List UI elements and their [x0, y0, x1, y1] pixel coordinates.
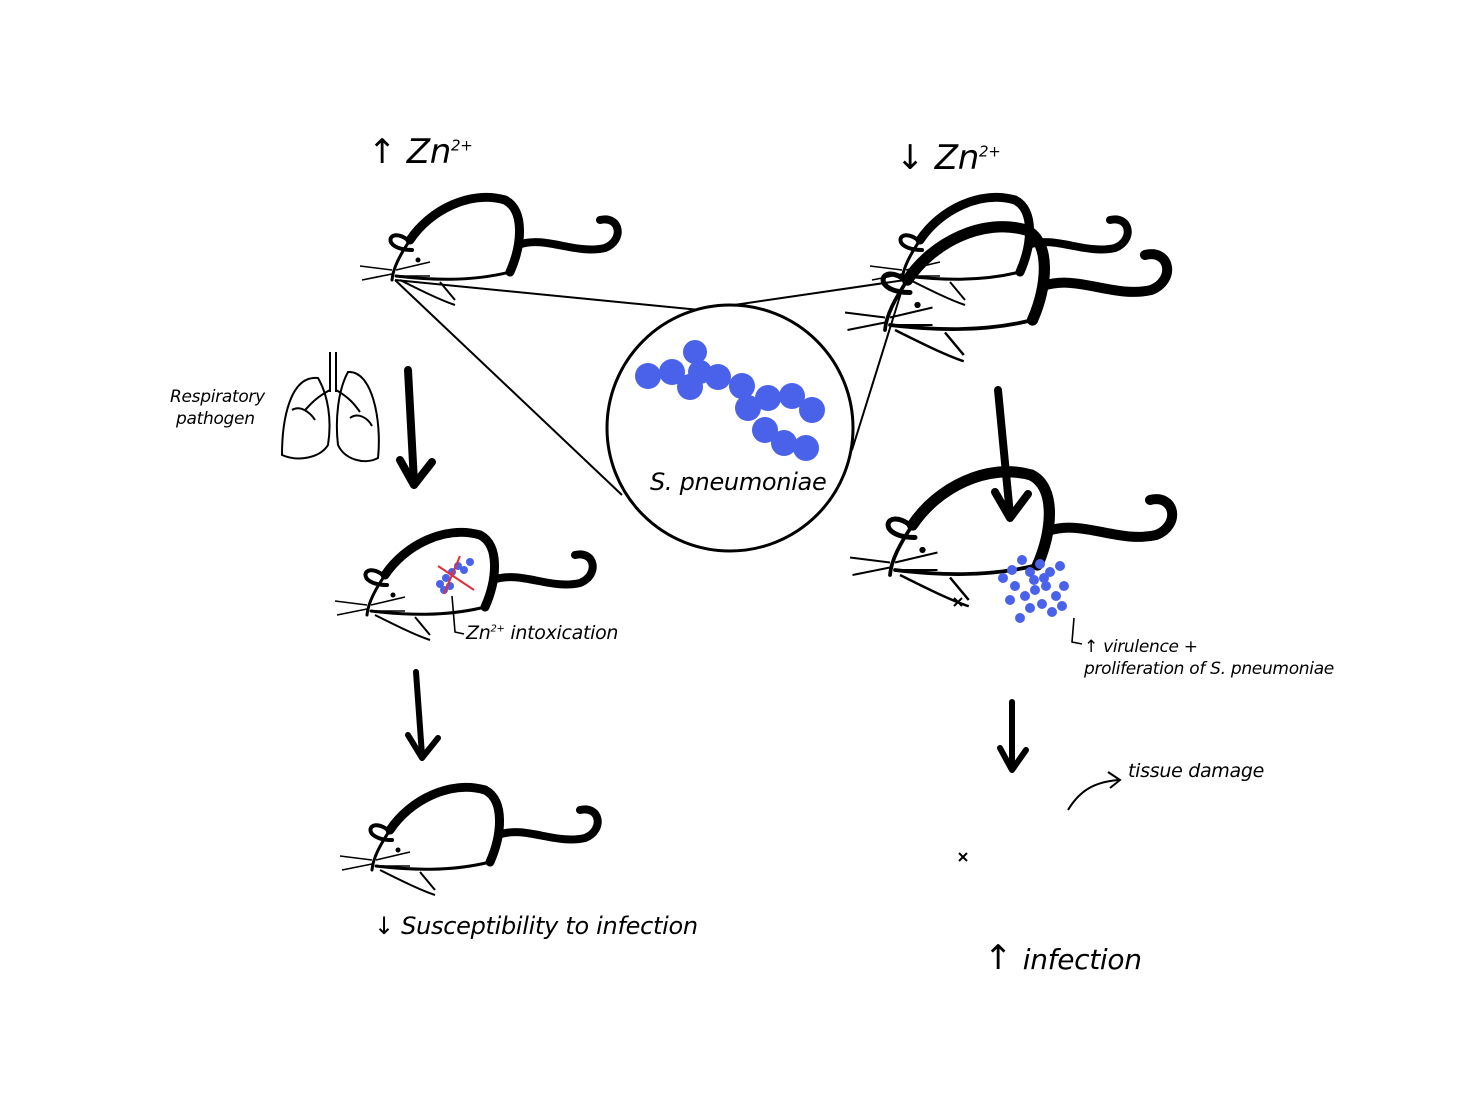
decreased-susceptibility-label: ↓ Susceptibility to infection [374, 912, 698, 940]
zn-increase-label: ↑ Zn2+ [368, 132, 472, 172]
lungs-icon [282, 352, 379, 461]
zn-decrease-label: ↓ Zn2+ [896, 138, 1000, 178]
pointer-line [1068, 780, 1118, 810]
increased-infection-label: ↑ infection [984, 938, 1142, 978]
tissue-damage-label: tissue damage [1128, 760, 1264, 782]
mouse-bottom-left [340, 787, 598, 895]
arrow-down-icon [408, 672, 438, 758]
magnified-circle [607, 305, 853, 551]
pointer-line [1072, 618, 1082, 644]
x-eye-icon [959, 853, 967, 861]
arrow-down-icon [400, 370, 432, 485]
pointer-line [452, 596, 464, 634]
bacterium-name-label: S. pneumoniae [650, 468, 826, 496]
arrow-down-icon [995, 390, 1028, 518]
zn-intoxication-label: Zn2+ intoxication [466, 622, 618, 644]
virulence-proliferation-label: ↑ virulence + proliferation of S. pneumo… [1084, 636, 1334, 680]
bacteria-small-cluster [436, 558, 474, 594]
respiratory-pathogen-label: Respiratory pathogen [170, 386, 265, 430]
arrow-down-icon [1000, 702, 1026, 770]
